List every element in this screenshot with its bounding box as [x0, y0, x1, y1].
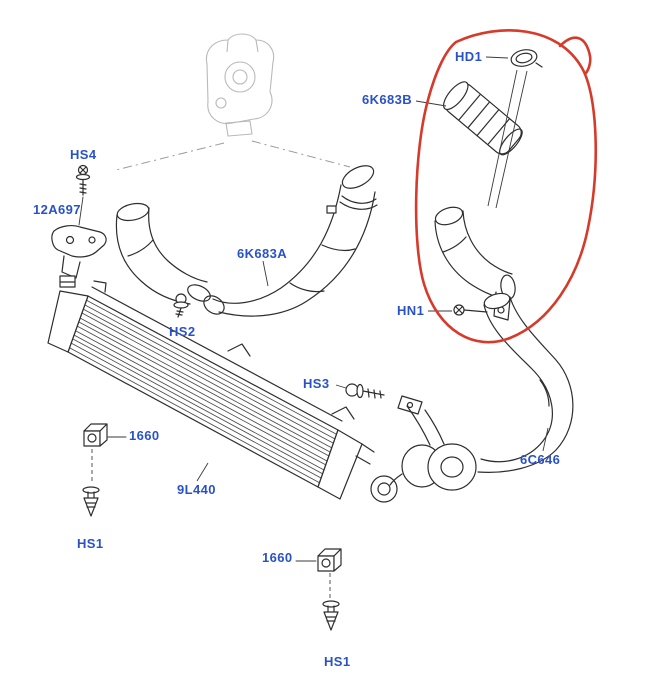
- screw-hs2-drawing: [173, 293, 189, 318]
- part-label-9l440[interactable]: 9L440: [177, 482, 216, 497]
- ghost-assembly-sketch: [205, 33, 275, 137]
- pin-hs1-bottom-drawing: [322, 600, 340, 631]
- part-label-6c646[interactable]: 6C646: [520, 452, 561, 467]
- part-label-hs1-left[interactable]: HS1: [77, 536, 104, 551]
- hose-6k683a-drawing: [115, 165, 378, 317]
- part-label-6k683a[interactable]: 6K683A: [237, 246, 288, 261]
- part-label-12a697[interactable]: 12A697: [33, 202, 81, 217]
- intercooler-fins: [69, 299, 337, 484]
- intercooler-drawing: [47, 280, 398, 503]
- part-label-hd1[interactable]: HD1: [455, 49, 483, 64]
- alignment-lines: [487, 69, 528, 209]
- label-leader-lines: [196, 56, 549, 482]
- clamp-1660-bottom-drawing: [295, 548, 342, 572]
- pin-hs1-left-drawing: [82, 486, 100, 517]
- hose-6c646-drawing: [477, 292, 574, 473]
- part-label-hs3[interactable]: HS3: [303, 376, 330, 391]
- hose-lower-circled-drawing: [434, 206, 516, 321]
- part-label-hs2[interactable]: HS2: [169, 324, 196, 339]
- part-label-hs4[interactable]: HS4: [70, 147, 97, 162]
- reference-dash-lines: [115, 140, 351, 171]
- part-label-hs1-bottom[interactable]: HS1: [324, 654, 351, 669]
- part-label-1660-bottom[interactable]: 1660: [262, 550, 293, 565]
- bolt-hs3-drawing: [345, 383, 385, 399]
- highlight-circle: [414, 29, 597, 344]
- part-label-hn1[interactable]: HN1: [397, 303, 425, 318]
- part-label-6k683b[interactable]: 6K683B: [362, 92, 413, 107]
- part-label-1660-left[interactable]: 1660: [129, 428, 160, 443]
- hose-6k683b-drawing: [442, 81, 523, 156]
- duct-elbow-drawing: [389, 395, 477, 491]
- bracket-12a697-drawing: [51, 196, 107, 288]
- cap-hd1-drawing: [510, 49, 543, 68]
- nut-hn1-drawing: [453, 304, 488, 316]
- screw-hs4-drawing: [75, 164, 91, 196]
- clamp-1660-left-drawing: [83, 423, 127, 447]
